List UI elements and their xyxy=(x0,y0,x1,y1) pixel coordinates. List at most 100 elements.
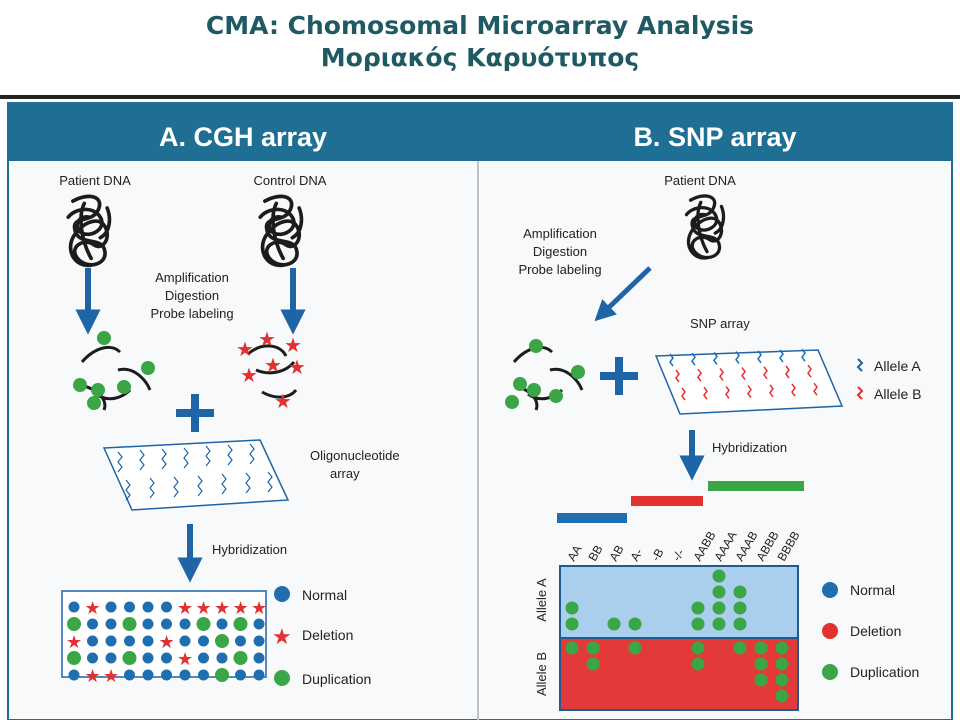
a-plus-sign xyxy=(176,394,214,432)
normal-dot xyxy=(68,601,80,613)
b-legend-deletion-icon xyxy=(822,623,838,639)
deletion-star: ★ xyxy=(196,598,212,618)
oligo-probes xyxy=(117,443,273,501)
a-hybridization-label: Hybridization xyxy=(212,542,287,557)
deletion-star: ★ xyxy=(251,598,267,618)
b-legend-deletion: Deletion xyxy=(850,623,901,639)
deletion-star: ★ xyxy=(159,632,175,652)
snp-duplication-dot xyxy=(691,641,705,655)
snp-probe-b xyxy=(769,384,774,398)
normal-dot xyxy=(161,601,172,613)
genotype-label: BB xyxy=(585,543,605,564)
normal-dot xyxy=(161,618,172,630)
snp-duplication-dot xyxy=(733,585,747,599)
allele-b-probe-icon xyxy=(856,386,864,400)
svg-text:★: ★ xyxy=(258,329,276,351)
patient-labeled-fragments xyxy=(73,331,155,411)
normal-dot xyxy=(253,635,265,647)
oligo-array xyxy=(102,439,290,511)
snp-probe-b xyxy=(725,385,730,399)
snp-probe-b xyxy=(741,367,746,381)
b-step-digestion: Digestion xyxy=(533,244,587,259)
snp-probe-a xyxy=(669,353,674,367)
allele-a-label: Allele A xyxy=(874,358,921,374)
normal-dot xyxy=(142,669,154,681)
snp-probe-b xyxy=(813,382,818,396)
deletion-star: ★ xyxy=(177,649,193,669)
normal-dot xyxy=(105,601,117,613)
duplication-dot xyxy=(67,617,81,631)
panel-b-header: B. SNP array xyxy=(633,122,796,152)
snp-probe-b xyxy=(747,385,752,399)
oligo-label-line1: Oligonucleotide xyxy=(310,448,400,463)
patient-dna-label: Patient DNA xyxy=(59,173,131,188)
snp-probe-a xyxy=(801,348,806,362)
b-legend-normal: Normal xyxy=(850,582,895,598)
snp-probe-b xyxy=(675,369,680,383)
a-step-digestion: Digestion xyxy=(165,288,219,303)
genotype-label: AB xyxy=(606,543,626,564)
b-legend-normal-icon xyxy=(822,582,838,598)
normal-dot xyxy=(235,635,246,647)
a-step-amplification: Amplification xyxy=(155,270,229,285)
title-rule xyxy=(0,95,960,99)
normal-dot xyxy=(253,618,265,630)
svg-text:★: ★ xyxy=(288,357,306,379)
step-bar-low xyxy=(557,513,627,523)
a-legend-normal-icon xyxy=(274,586,290,602)
snp-duplication-dot xyxy=(691,617,705,631)
snp-probe-a xyxy=(757,350,762,364)
b-diagonal-arrow xyxy=(594,266,652,322)
normal-dot xyxy=(179,669,191,681)
snp-duplication-dot xyxy=(712,569,726,583)
svg-text:★: ★ xyxy=(284,335,302,357)
oligo-label-line2: array xyxy=(330,466,360,481)
snp-probe-b xyxy=(719,367,724,381)
deletion-star: ★ xyxy=(103,666,119,686)
snp-probe-b xyxy=(785,365,790,379)
normal-dot xyxy=(142,618,154,630)
b-plus-sign xyxy=(600,357,638,395)
b-legend-duplication-icon xyxy=(822,664,838,680)
deletion-star: ★ xyxy=(177,598,193,618)
normal-dot xyxy=(105,635,117,647)
svg-text:★: ★ xyxy=(236,339,254,361)
deletion-star: ★ xyxy=(85,666,101,686)
snp-duplication-dot xyxy=(565,601,579,615)
b-legend-duplication: Duplication xyxy=(850,664,919,680)
normal-dot xyxy=(253,652,265,664)
b-step-amplification: Amplification xyxy=(523,226,597,241)
snp-duplication-dot xyxy=(733,641,747,655)
normal-dot xyxy=(142,652,154,664)
b-step-probe-labeling: Probe labeling xyxy=(518,262,601,277)
normal-dot xyxy=(198,635,209,647)
a-legend-duplication: Duplication xyxy=(302,671,371,687)
title-line-2: Μοριακός Καρυότυπος xyxy=(320,43,640,72)
snp-duplication-dot xyxy=(754,657,768,671)
allele-b-label: Allele B xyxy=(874,386,921,402)
snp-duplication-dot xyxy=(691,601,705,615)
normal-dot xyxy=(87,618,98,630)
snp-duplication-dot xyxy=(733,601,747,615)
snp-probe-b xyxy=(807,364,812,378)
title-line-1: CMA: Chomosomal Microarray Analysis xyxy=(205,11,755,40)
snp-probe-a xyxy=(691,352,696,366)
normal-dot xyxy=(124,601,135,613)
duplication-dot xyxy=(122,651,137,665)
snp-result-dots xyxy=(565,569,789,703)
snp-duplication-dot xyxy=(712,585,726,599)
slide-title: CMA: Chomosomal Microarray Analysis Μορι… xyxy=(0,0,960,92)
normal-dot xyxy=(253,669,265,681)
duplication-dot xyxy=(196,617,211,631)
a-legend-deletion-icon: ★ xyxy=(272,624,292,649)
snp-duplication-dot xyxy=(607,617,621,631)
snp-array xyxy=(654,349,844,415)
snp-duplication-dot xyxy=(712,601,726,615)
axis-allele-a: Allele A xyxy=(534,578,549,622)
snp-probes xyxy=(669,348,818,401)
a-legend-duplication-icon xyxy=(274,670,290,686)
normal-dot xyxy=(87,635,98,647)
step-bar-high xyxy=(708,481,804,491)
deletion-star: ★ xyxy=(233,598,249,618)
duplication-dot xyxy=(215,634,229,648)
